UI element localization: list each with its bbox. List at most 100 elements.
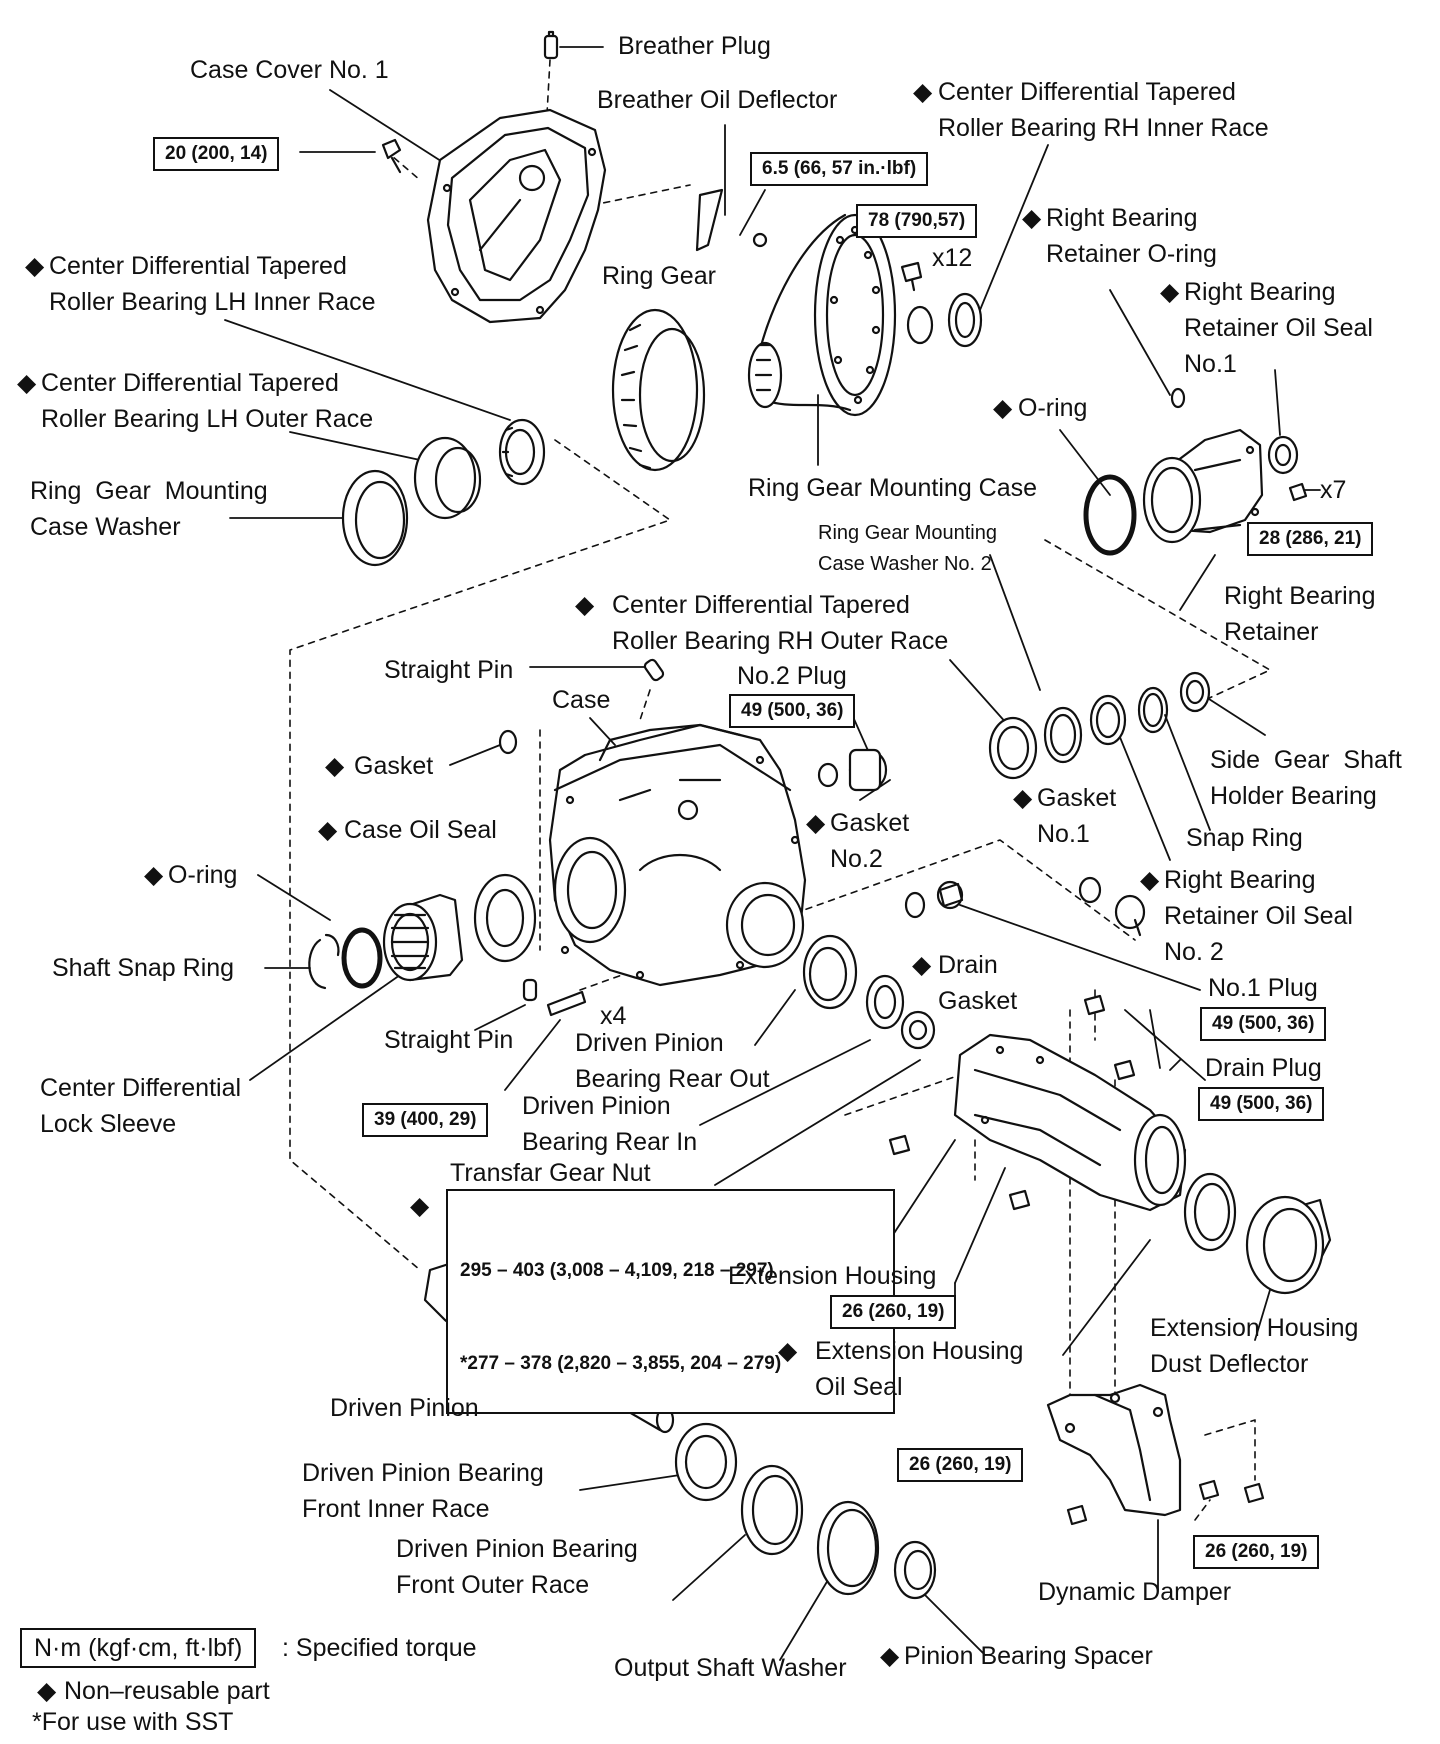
label-right-bearing-retainer-oil-seal-no1: Right Bearing Retainer Oil Seal No.1 xyxy=(1184,278,1373,378)
right-bearing-retainer-oring xyxy=(1170,387,1186,409)
label-extension-housing-oil-seal: Extension Housing Oil Seal xyxy=(815,1337,1024,1401)
dynamic-damper-part xyxy=(1046,1383,1182,1517)
label-side-gear-shaft-holder-bearing: Side Gear Shaft Holder Bearing xyxy=(1210,746,1402,810)
label-o-ring-left: O-ring xyxy=(168,861,238,889)
extension-housing-bolt-d xyxy=(1008,1189,1031,1211)
label-case: Case xyxy=(552,686,611,714)
torque-transfar-gear-nut: 295 – 403 (3,008 – 4,109, 218 – 297) *27… xyxy=(446,1189,895,1414)
gasket-no2-part xyxy=(817,762,839,788)
label-breather-plug: Breather Plug xyxy=(618,32,771,60)
extension-housing-part xyxy=(953,1033,1187,1212)
multiplier-x7: x7 xyxy=(1320,476,1347,504)
driven-pinion-bearing-rear-in-part xyxy=(865,974,905,1030)
straight-pin-lower-part xyxy=(522,978,538,1002)
extension-housing-dust-deflector-part xyxy=(1245,1195,1332,1295)
driven-pinion-bearing-rear-out-part xyxy=(802,934,858,1010)
extension-housing-bolt-b xyxy=(1113,1059,1136,1081)
gasket-left-part xyxy=(498,729,518,755)
multiplier-x12: x12 xyxy=(932,244,973,272)
diamond-icon: ◆ xyxy=(778,1337,798,1365)
torque-ring-gear-bolts: 78 (790,57) xyxy=(856,204,978,238)
label-ring-gear: Ring Gear xyxy=(602,262,716,290)
torque-damper-left: 26 (260, 19) xyxy=(897,1448,1024,1482)
front-inner-race-part xyxy=(674,1422,738,1502)
ring-gear xyxy=(611,308,706,472)
legend-unit-box: N·m (kgf·cm, ft·lbf) xyxy=(20,1628,257,1668)
label-cd-rh-inner-race: Center Differential Tapered Roller Beari… xyxy=(938,78,1269,142)
extension-housing-bolt-c xyxy=(888,1134,911,1156)
label-transfar-gear-nut: Transfar Gear Nut xyxy=(450,1159,651,1187)
label-breather-oil-deflector: Breather Oil Deflector xyxy=(597,86,838,114)
extension-housing-bolt-a xyxy=(1083,994,1106,1016)
diamond-icon: ◆ xyxy=(1160,278,1180,306)
no2-plug-part xyxy=(848,748,888,792)
pinion-bearing-spacer-part xyxy=(893,1540,937,1600)
legend-non-reusable: Non–reusable part xyxy=(64,1677,270,1705)
label-dynamic-damper: Dynamic Damper xyxy=(1038,1578,1232,1606)
label-case-oil-seal: Case Oil Seal xyxy=(344,816,497,844)
ring-gear-bolt xyxy=(900,261,923,292)
breather-oil-deflector xyxy=(695,188,768,252)
label-no2-plug: No.2 Plug xyxy=(737,662,847,690)
label-cd-lh-outer-race: Center Differential Tapered Roller Beari… xyxy=(41,369,374,433)
diamond-icon: ◆ xyxy=(410,1192,430,1220)
center-differential-lock-sleeve-part xyxy=(382,893,464,982)
label-extension-housing: Extension Housing xyxy=(728,1262,937,1290)
transfar-gear-nut-part xyxy=(900,1010,936,1050)
ring-gear-mounting-case-washer-no2-part xyxy=(1043,706,1083,764)
label-drain-plug: Drain Plug xyxy=(1205,1054,1322,1082)
snap-ring-part xyxy=(1137,686,1169,734)
torque-transfar-gear-nut-line1: 295 – 403 (3,008 – 4,109, 218 – 297) xyxy=(460,1260,774,1281)
label-output-shaft-washer: Output Shaft Washer xyxy=(614,1654,847,1682)
label-o-ring-upper: O-ring xyxy=(1018,394,1088,422)
diamond-icon: ◆ xyxy=(37,1677,57,1705)
label-gasket-no2: Gasket No.2 xyxy=(830,809,910,873)
diamond-icon: ◆ xyxy=(880,1642,900,1670)
label-extension-housing-dust-deflector: Extension Housing Dust Deflector xyxy=(1150,1314,1359,1378)
no1-plug-part xyxy=(1114,894,1146,937)
diamond-icon: ◆ xyxy=(912,951,932,979)
diamond-icon: ◆ xyxy=(913,78,933,106)
stud-bolt xyxy=(546,990,587,1017)
multiplier-x4: x4 xyxy=(600,1002,627,1030)
side-gear-shaft-holder-bearing-part xyxy=(1179,671,1211,713)
label-gasket-left: Gasket xyxy=(354,752,434,780)
diamond-icon: ◆ xyxy=(1013,784,1033,812)
torque-damper-right: 26 (260, 19) xyxy=(1193,1535,1320,1569)
label-cd-rh-outer-race: Center Differential Tapered Roller Beari… xyxy=(612,591,949,655)
label-drain-gasket: Drain Gasket xyxy=(938,951,1018,1015)
label-driven-pinion-bearing-rear-in: Driven Pinion Bearing Rear In xyxy=(522,1092,698,1156)
label-case-cover-no1: Case Cover No. 1 xyxy=(190,56,389,84)
case-cover-no1 xyxy=(426,108,607,324)
label-cd-lh-inner-race: Center Differential Tapered Roller Beari… xyxy=(49,252,376,316)
ring-gear-mounting-case-washer xyxy=(341,469,409,567)
label-driven-pinion-bearing-rear-out: Driven Pinion Bearing Rear Out xyxy=(575,1029,770,1093)
torque-deflector: 6.5 (66, 57 in.·lbf) xyxy=(750,152,929,186)
o-ring-left-part xyxy=(341,927,383,989)
label-driven-pinion-bearing-front-inner-race: Driven Pinion Bearing Front Inner Race xyxy=(302,1459,544,1523)
diamond-icon: ◆ xyxy=(993,394,1013,422)
diamond-icon: ◆ xyxy=(17,369,37,397)
torque-straight-pin-studs: 39 (400, 29) xyxy=(362,1103,489,1137)
damper-bolt-left xyxy=(1066,1504,1088,1526)
legend-sst-note: *For use with SST xyxy=(32,1708,234,1736)
straight-pin-upper-part xyxy=(643,658,665,682)
diamond-icon: ◆ xyxy=(144,861,164,889)
label-ring-gear-mounting-case-washer-no2: Ring Gear Mounting Case Washer No. 2 xyxy=(818,522,997,575)
label-straight-pin-lower: Straight Pin xyxy=(384,1026,514,1054)
label-no1-plug: No.1 Plug xyxy=(1208,974,1318,1002)
case-oil-seal-part xyxy=(473,873,537,963)
diamond-icon: ◆ xyxy=(25,252,45,280)
drain-plug-part xyxy=(936,880,964,910)
diamond-icon: ◆ xyxy=(325,752,345,780)
torque-drain-plug: 49 (500, 36) xyxy=(1198,1087,1325,1121)
label-driven-pinion-bearing-front-outer-race: Driven Pinion Bearing Front Outer Race xyxy=(396,1535,638,1599)
label-ring-gear-mounting-case-washer: Ring Gear Mounting Case Washer xyxy=(30,477,268,541)
gasket-no1-small-part xyxy=(1078,876,1102,904)
diamond-icon: ◆ xyxy=(318,816,338,844)
torque-no2-plug: 49 (500, 36) xyxy=(729,694,856,728)
extension-housing-oil-seal-part xyxy=(1183,1172,1237,1252)
diamond-icon: ◆ xyxy=(806,809,826,837)
